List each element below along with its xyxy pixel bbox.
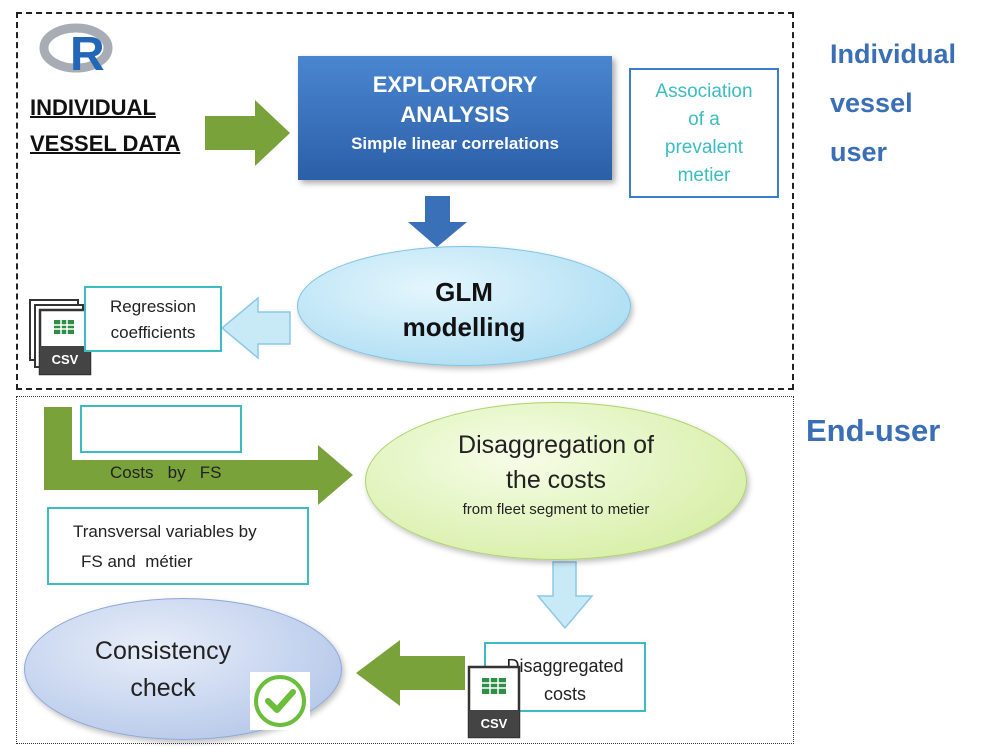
exploratory-line-2: ANALYSIS bbox=[400, 102, 510, 127]
r-logo-letter: R bbox=[70, 28, 105, 81]
association-box: Association of a prevalent metier bbox=[629, 68, 779, 198]
exploratory-line-3: Simple linear correlations bbox=[351, 134, 559, 153]
disaggregation-line-3: from fleet segment to metier bbox=[462, 501, 650, 518]
input-line-1: INDIVIDUAL bbox=[30, 95, 156, 120]
side-label-line-1: Individual bbox=[830, 39, 957, 69]
exploratory-analysis-box: EXPLORATORY ANALYSIS Simple linear corre… bbox=[298, 56, 612, 180]
green-arrow-to-disaggregation bbox=[44, 407, 353, 505]
transversal-line-1: Transversal variables by bbox=[73, 522, 257, 541]
consistency-line-1: Consistency bbox=[94, 637, 232, 665]
end-user-label: End-user bbox=[806, 413, 941, 448]
costs-by-fs-box: Costs by FS bbox=[80, 405, 242, 482]
check-mark-icon bbox=[250, 672, 310, 730]
glm-line-1: GLM bbox=[435, 277, 493, 307]
costs-by-fs-text: Costs by FS bbox=[109, 463, 222, 482]
exploratory-line-1: EXPLORATORY bbox=[372, 72, 538, 97]
individual-vessel-user-label: Individual vessel user bbox=[830, 30, 956, 177]
side-label-line-3: user bbox=[830, 137, 888, 167]
side-label-line-2: vessel bbox=[830, 88, 913, 118]
csv-label-bottom: CSV bbox=[480, 716, 508, 731]
glm-modelling-ellipse: GLM modelling bbox=[297, 246, 631, 366]
blue-arrow-down-to-glm bbox=[408, 196, 467, 247]
r-logo-icon: R bbox=[38, 22, 118, 82]
association-line-4: metier bbox=[677, 165, 731, 186]
regression-line-1: Regression bbox=[110, 297, 196, 316]
glm-line-2: modelling bbox=[402, 312, 526, 342]
disaggregation-ellipse: Disaggregation of the costs from fleet s… bbox=[365, 402, 747, 560]
csv-label: CSV bbox=[51, 352, 79, 367]
csv-file-icon: CSV bbox=[26, 298, 96, 378]
individual-user-region bbox=[16, 12, 794, 390]
individual-vessel-data-label: INDIVIDUAL VESSEL DATA bbox=[30, 90, 180, 162]
disaggregation-line-1: Disaggregation of bbox=[458, 431, 654, 459]
association-line-3: prevalent bbox=[664, 137, 744, 158]
regression-coefficients-box: Regression coefficients bbox=[84, 286, 222, 352]
disaggregation-line-2: the costs bbox=[505, 466, 607, 494]
transversal-variables-box: Transversal variables by FS and métier bbox=[47, 507, 309, 585]
association-line-1: Association bbox=[655, 81, 753, 102]
association-line-2: of a bbox=[688, 109, 720, 130]
disaggregated-line-2: costs bbox=[543, 684, 586, 704]
green-arrow-to-consistency bbox=[356, 640, 465, 706]
regression-line-2: coefficients bbox=[110, 323, 196, 342]
csv-file-icon-bottom: CSV bbox=[466, 664, 524, 742]
transversal-line-2: FS and métier bbox=[81, 552, 193, 571]
light-arrow-down-to-disaggregated bbox=[536, 561, 594, 630]
light-arrow-to-regression bbox=[220, 296, 291, 360]
disaggregated-line-1: Disaggregated bbox=[506, 656, 624, 676]
consistency-line-2: check bbox=[130, 674, 196, 702]
input-line-2: VESSEL DATA bbox=[30, 131, 181, 156]
green-arrow-to-exploratory bbox=[205, 100, 290, 166]
end-user-region bbox=[16, 396, 794, 744]
